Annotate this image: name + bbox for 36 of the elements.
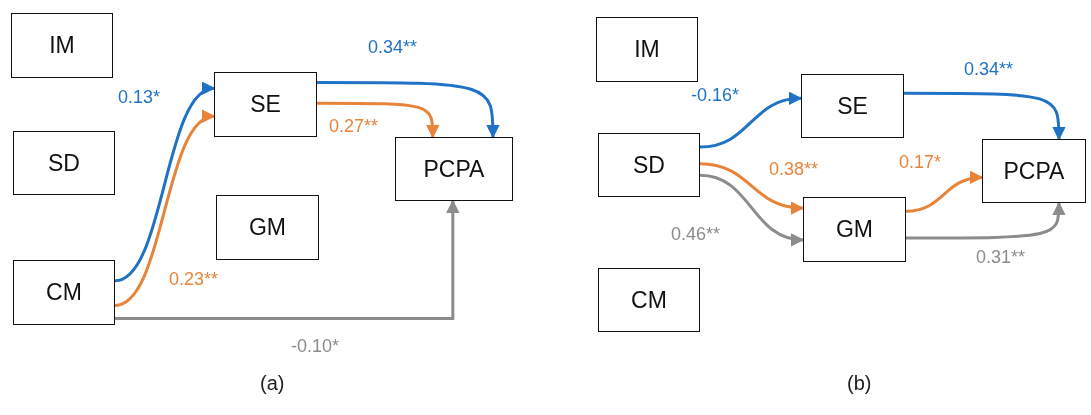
variable-box xyxy=(395,137,513,201)
variable-name: SD xyxy=(48,149,80,177)
arrow xyxy=(699,162,805,214)
arrow xyxy=(904,91,1066,141)
variable-box xyxy=(803,197,906,262)
panel-label: (b) xyxy=(847,372,872,395)
variable-name: IM xyxy=(49,32,75,59)
variable-box xyxy=(801,74,904,138)
variable-box xyxy=(11,13,113,78)
variable-name: IM xyxy=(634,36,660,63)
panel-label: (a) xyxy=(260,372,285,395)
variable-box xyxy=(216,195,319,260)
variable-box xyxy=(598,268,700,332)
variable-box xyxy=(13,260,115,325)
arrow xyxy=(114,85,216,283)
variable-name: GM xyxy=(248,214,287,241)
variable-name: PCPA xyxy=(1003,157,1065,185)
variable-name: CM xyxy=(46,279,82,306)
variable-box xyxy=(598,133,700,197)
variable-name: SE xyxy=(837,92,868,120)
arrow xyxy=(317,80,500,139)
variable-name: SD xyxy=(633,151,665,179)
arrow xyxy=(115,199,460,320)
variable-box xyxy=(596,17,698,82)
variable-name: GM xyxy=(835,216,874,243)
arrow xyxy=(699,173,805,246)
variable-name: CM xyxy=(631,286,667,314)
variable-box xyxy=(982,139,1086,203)
variable-box xyxy=(13,131,115,195)
arrow xyxy=(317,101,440,139)
arrow xyxy=(905,171,984,213)
arrow xyxy=(699,92,803,149)
variable-name: PCPA xyxy=(423,155,485,183)
arrow xyxy=(906,201,1066,240)
variable-name: SE xyxy=(250,91,281,118)
variable-box xyxy=(214,72,317,137)
